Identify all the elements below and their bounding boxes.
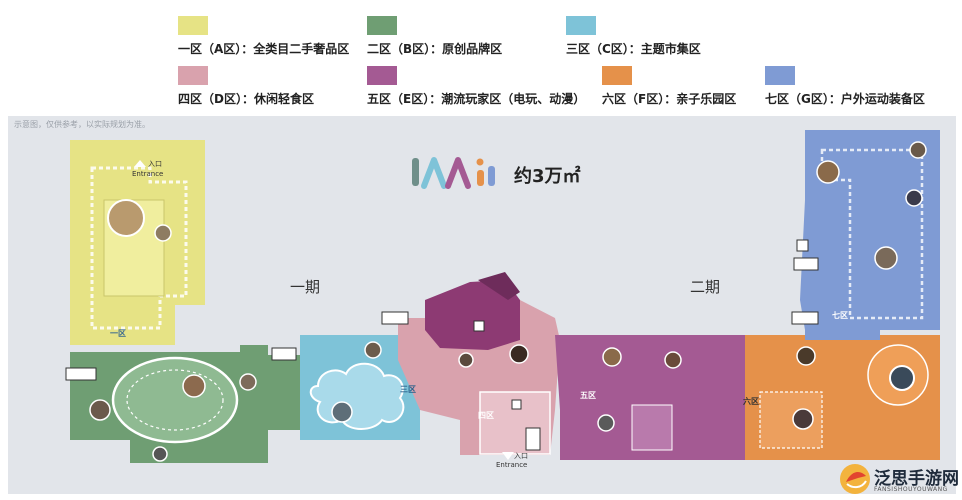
zone-e-inner-block (631, 404, 673, 451)
photo-spot-icon[interactable] (816, 160, 840, 184)
zone3-tag: 三区 (400, 385, 416, 394)
legend-label-zone-e: 五区（E区）：潮流玩家区（电玩、动漫） (367, 92, 586, 106)
map-disclaimer: 示意图，仅供参考，以实际规划为准。 (14, 120, 150, 129)
legend-label-zone-g: 七区（G区）：户外运动装备区 (765, 92, 925, 106)
photo-spot-icon[interactable] (239, 373, 257, 391)
photo-spot-icon[interactable] (182, 374, 206, 398)
watermark-logo-icon (840, 464, 870, 494)
entrance-top-arrow-icon (134, 160, 146, 167)
entrance-bottom-label-en: Entrance (496, 461, 527, 469)
entrance-top-label-cn: 入口 (148, 160, 162, 168)
legend-label-zone-f: 六区（F区）：亲子乐园区 (602, 92, 737, 106)
zone5-tag: 五区 (580, 391, 596, 400)
restroom-icon (511, 399, 522, 410)
watermark-subtitle: FANSISHOUYOUWANG (874, 486, 948, 493)
photo-spot-icon[interactable] (664, 351, 682, 369)
zone-legend: 一区（A区）：全类目二手奢品区 二区（B区）：原创品牌区 三区（C区）：主题市集… (0, 0, 962, 116)
restroom-icon (796, 239, 809, 252)
legend-swatch-zone-c (566, 16, 596, 35)
zone-b-inner-ring (126, 369, 224, 431)
photo-spot-icon[interactable] (458, 352, 474, 368)
legend-label-zone-c: 三区（C区）：主题市集区 (566, 42, 701, 56)
legend-label-zone-a: 一区（A区）：全类目二手奢品区 (178, 42, 350, 56)
entrance-top-label-en: Entrance (132, 170, 163, 178)
restroom-icon (473, 320, 485, 332)
legend-swatch-zone-d (178, 66, 208, 85)
escalator-icon (65, 367, 97, 381)
legend-swatch-zone-g (765, 66, 795, 85)
photo-spot-icon[interactable] (509, 344, 529, 364)
phase-1-label: 一期 (290, 278, 321, 296)
legend-swatch-zone-a (178, 16, 208, 35)
entrance-bottom-arrow-icon (502, 452, 514, 460)
escalator-icon (525, 427, 541, 451)
photo-spot-icon[interactable] (796, 346, 816, 366)
photo-spot-icon[interactable] (889, 365, 915, 391)
watermark-title: 泛思手游网 (874, 469, 959, 489)
facility-icons (65, 239, 819, 451)
zone6-tag: 六区 (743, 396, 759, 406)
brand-logo-icon (412, 157, 495, 189)
photo-spot-icon[interactable] (89, 399, 111, 421)
zone7-tag: 七区 (832, 310, 848, 320)
photo-spot-icon[interactable] (602, 347, 622, 367)
legend-swatch-zone-b (367, 16, 397, 35)
zone-b-center-plaza (111, 356, 239, 444)
elevator-icon (381, 311, 409, 325)
photo-spot-icon[interactable] (597, 414, 615, 432)
floor-area-label: 约3万㎡ (514, 166, 581, 187)
zone1-tag: 一区 (110, 329, 126, 338)
zone-e-top-wing (478, 272, 520, 300)
photo-spots (89, 141, 927, 462)
zone-a-walkway (90, 166, 188, 330)
site-watermark: 泛思手游网 FANSISHOUYOUWANG (836, 462, 962, 498)
photo-spot-icon[interactable] (107, 199, 145, 237)
elevator-icon (791, 311, 819, 325)
zone-g-area (800, 130, 940, 340)
entrance-markers (134, 160, 514, 460)
legend-label-zone-b: 二区（B区）：原创品牌区 (367, 42, 503, 56)
entrance-bottom-label-cn: 入口 (514, 452, 528, 460)
legend-swatch-zone-f (602, 66, 632, 85)
escalator-icon (271, 347, 297, 361)
photo-spot-icon[interactable] (905, 189, 923, 207)
photo-spot-icon[interactable] (154, 224, 172, 242)
photo-spot-icon[interactable] (792, 408, 814, 430)
legend-label-zone-d: 四区（D区）：休闲轻食区 (178, 92, 314, 106)
zone4-tag: 四区 (478, 411, 494, 420)
phase-2-label: 二期 (690, 278, 721, 296)
elevator-icon (793, 257, 819, 271)
photo-spot-icon[interactable] (364, 341, 382, 359)
zone-e-hall (425, 280, 520, 350)
photo-spot-icon[interactable] (874, 246, 898, 270)
photo-spot-icon[interactable] (152, 446, 168, 462)
photo-spot-icon[interactable] (331, 401, 353, 423)
photo-spot-icon[interactable] (909, 141, 927, 159)
legend-swatch-zone-e (367, 66, 397, 85)
